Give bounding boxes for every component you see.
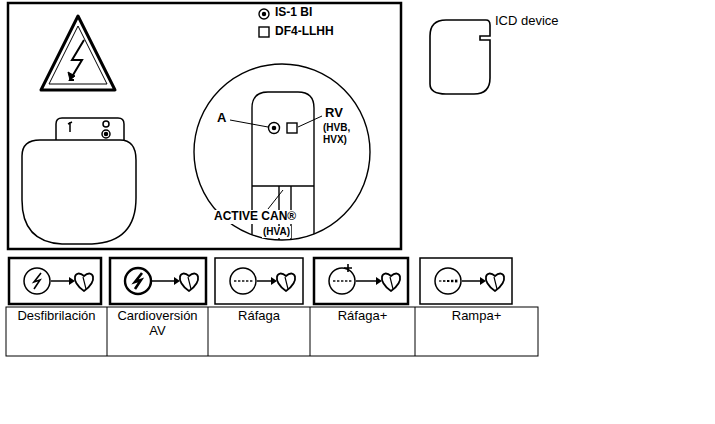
icd-illustration — [103, 121, 109, 127]
icd-illustration — [105, 133, 108, 136]
therapy-icon — [51, 280, 72, 282]
icd-outline — [430, 20, 490, 94]
header-detail — [269, 123, 280, 134]
therapy-icon — [110, 258, 206, 304]
connector-symbol — [259, 9, 269, 19]
therapy-icon — [246, 280, 248, 281]
therapy-icon — [435, 268, 461, 294]
leader-line — [230, 116, 322, 209]
header-detail — [194, 64, 370, 240]
therapy-icon — [349, 280, 351, 281]
therapy-icon — [234, 280, 236, 281]
therapy-icon — [455, 280, 457, 283]
table-cell: Ráfaga — [209, 309, 309, 324]
therapy-icon — [110, 258, 206, 304]
therapy-icon — [420, 258, 512, 304]
therapy-icon — [494, 277, 497, 289]
icd-illustration — [22, 140, 136, 244]
therapy-icon — [337, 280, 339, 281]
therapy-icon — [345, 280, 347, 281]
icd-outline — [430, 20, 490, 94]
therapy-icon — [314, 258, 408, 304]
icd-illustration — [56, 118, 124, 140]
therapy-icon — [215, 258, 303, 304]
therapy-icon — [329, 268, 355, 294]
therapy-icon — [344, 264, 352, 272]
therapy-icon — [443, 280, 445, 282]
connector-symbol — [259, 9, 269, 37]
therapy-icon — [75, 274, 93, 291]
therapy-icon — [135, 273, 142, 289]
header-detail — [252, 92, 314, 250]
therapy-icon — [462, 280, 483, 282]
legend-text: IS-1 BI — [274, 6, 313, 20]
therapy-icon — [125, 268, 151, 294]
warning-symbol — [41, 16, 115, 90]
port-label: RV — [324, 106, 344, 121]
connector-symbol — [263, 13, 266, 16]
therapy-icon — [9, 258, 101, 304]
leader-line — [268, 190, 283, 209]
therapy-icon — [439, 280, 441, 281]
table-grid — [6, 307, 538, 356]
header-detail — [252, 92, 314, 250]
warning-symbol — [68, 72, 75, 80]
leader-line — [298, 116, 322, 127]
table-cell: Desfibrilación — [7, 309, 106, 324]
therapy-icon — [356, 280, 379, 282]
therapy-icon — [420, 258, 512, 304]
therapy-icon — [34, 273, 41, 289]
therapy-icon — [188, 277, 191, 289]
therapy-icons — [9, 258, 512, 304]
therapy-icon — [390, 277, 393, 289]
device-label: ICD device — [494, 14, 560, 29]
therapy-icon — [333, 280, 335, 281]
warning-symbol — [49, 26, 107, 84]
icd-illustration — [102, 130, 110, 138]
therapy-icon — [238, 280, 240, 281]
header-detail — [194, 64, 370, 250]
therapy-icon — [314, 258, 408, 304]
icd-illustration — [22, 118, 136, 244]
therapy-icon — [382, 274, 400, 291]
table-cell: Rampa+ — [416, 309, 537, 324]
table-cell: Ráfaga+ — [311, 309, 414, 324]
leader-line — [230, 120, 268, 127]
header-detail — [287, 123, 297, 133]
therapy-icon — [152, 280, 177, 282]
legend-text: DF4-LLHH — [274, 25, 335, 39]
table-grid — [6, 307, 538, 356]
electrode-label: (HVB, HVX) — [322, 122, 362, 145]
therapy-icon — [215, 258, 303, 304]
warning-symbol — [41, 16, 115, 90]
therapy-icon — [250, 280, 252, 281]
port-label: A — [216, 111, 227, 126]
therapy-icon — [9, 258, 101, 304]
therapy-icon — [451, 280, 453, 282]
therapy-icon — [277, 274, 295, 291]
port-label: ACTIVE CAN® — [213, 210, 297, 224]
therapy-icon — [486, 274, 504, 291]
therapy-icon — [180, 274, 198, 291]
therapy-icon — [341, 280, 343, 281]
therapy-icon — [83, 277, 86, 289]
therapy-icon — [24, 268, 50, 294]
therapy-icon — [230, 268, 256, 294]
therapy-icon — [447, 280, 449, 282]
table-grid — [107, 307, 415, 356]
electrode-label: (HVA) — [262, 226, 291, 238]
icd-illustration — [68, 122, 72, 132]
therapy-icon — [242, 280, 244, 281]
table-cell: Cardioversión AV — [108, 309, 207, 339]
connector-symbol — [259, 27, 269, 37]
header-detail — [272, 126, 275, 129]
therapy-icon — [285, 277, 288, 289]
panel-border — [8, 3, 401, 249]
header-detail — [252, 185, 314, 186]
